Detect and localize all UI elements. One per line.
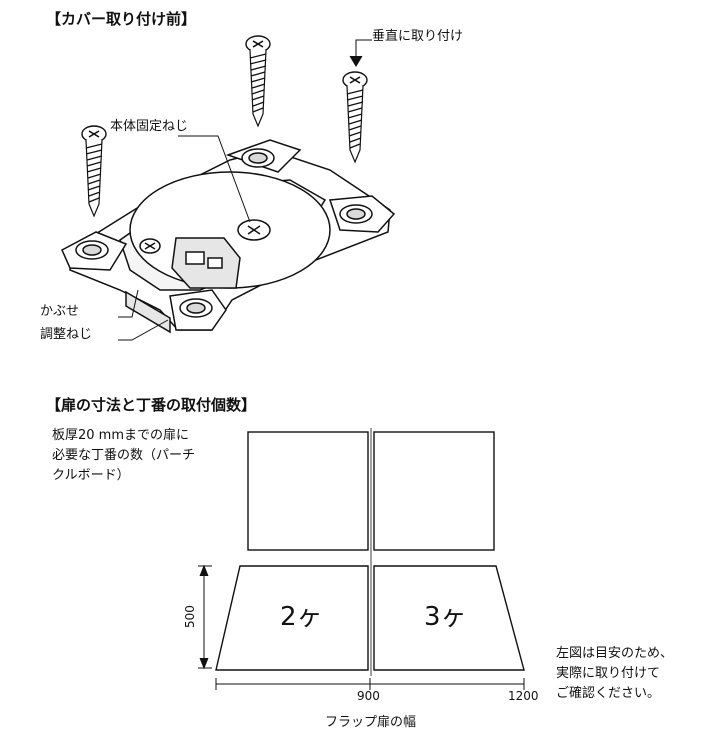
label-body-fixing-screw: 本体固定ねじ	[110, 119, 189, 134]
section-title-before-cover: 【カバー取り付け前】	[46, 10, 197, 28]
door-panel-bottom-right	[373, 565, 525, 671]
leader-vertical	[355, 39, 372, 62]
leader-overlay-screw	[118, 289, 169, 341]
width-tick-900: 900	[357, 689, 380, 703]
hinge-illustration	[61, 35, 396, 341]
label-vertical-mount: 垂直に取り付け	[372, 29, 464, 44]
leader-body-screw	[178, 135, 251, 223]
door-count-3: 3ヶ	[424, 602, 467, 632]
height-dimension-label: 500	[183, 605, 197, 628]
section-title-door-size: 【扉の寸法と丁番の取付個数】	[46, 396, 257, 414]
side-note: 左図は目安のため、 実際に取り付けて ご確認ください。	[556, 646, 674, 701]
door-count-2: 2ヶ	[280, 602, 323, 632]
hinge-count-note: 板厚20 mmまでの扉に 必要な丁番の数（パーチ クルボード）	[52, 428, 196, 483]
width-axis-title: フラップ扉の幅	[325, 715, 417, 730]
label-overlay-screw-line2: 調整ねじ	[40, 327, 93, 342]
label-overlay-screw-line1: かぶせ	[40, 304, 80, 319]
hinge-base	[61, 139, 396, 334]
door-panel-bottom-left	[215, 565, 369, 671]
door-panel-top-right	[373, 431, 495, 551]
door-panel-top-left	[247, 431, 369, 551]
width-tick-1200: 1200	[508, 689, 539, 703]
